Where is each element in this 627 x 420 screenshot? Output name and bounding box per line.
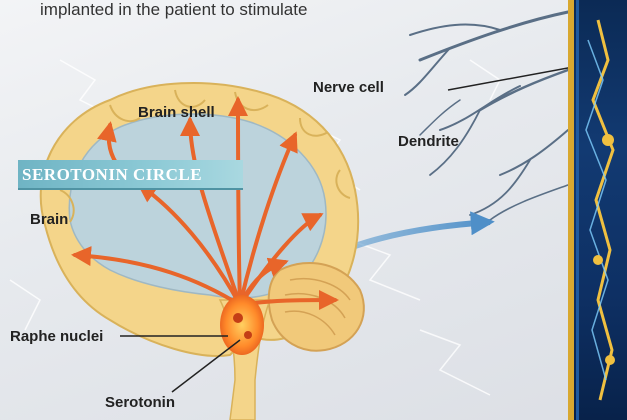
label-dendrite: Dendrite: [398, 133, 459, 150]
label-raphe-nuclei: Raphe nuclei: [10, 328, 103, 345]
label-serotonin: Serotonin: [105, 394, 175, 411]
raphe-nuclei-dot: [244, 331, 252, 339]
label-nerve-cell: Nerve cell: [313, 79, 384, 96]
caption-text: implanted in the patient to stimulate: [40, 0, 307, 20]
serotonin-circle-banner: SEROTONIN CIRCLE: [18, 160, 243, 190]
decorative-border-panel: [568, 0, 627, 420]
label-brain: Brain: [30, 211, 68, 228]
border-ornament: [568, 0, 627, 420]
label-brain-shell: Brain shell: [138, 104, 215, 121]
cerebellum: [269, 263, 364, 351]
raphe-nuclei-spot: [220, 295, 264, 355]
raphe-nuclei-dot: [233, 313, 243, 323]
nerve-cell-dendrites: [405, 12, 568, 220]
